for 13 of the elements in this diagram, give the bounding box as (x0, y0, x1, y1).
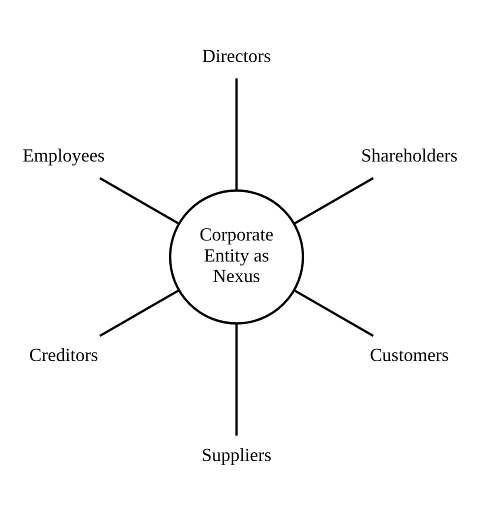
connector (99, 177, 180, 225)
node-text: Creditors (29, 345, 98, 366)
node-text: Directors (202, 46, 271, 66)
node-text: Shareholders (361, 146, 458, 166)
node-circle: Corporate Entity as Nexus (168, 189, 304, 325)
connector (99, 289, 180, 337)
connector (235, 78, 238, 191)
connector (294, 177, 374, 225)
node-text: Customers (370, 345, 449, 366)
connector (294, 289, 374, 337)
node-text: Employees (22, 146, 105, 166)
connector (235, 323, 238, 436)
node-text: Suppliers (202, 444, 272, 465)
